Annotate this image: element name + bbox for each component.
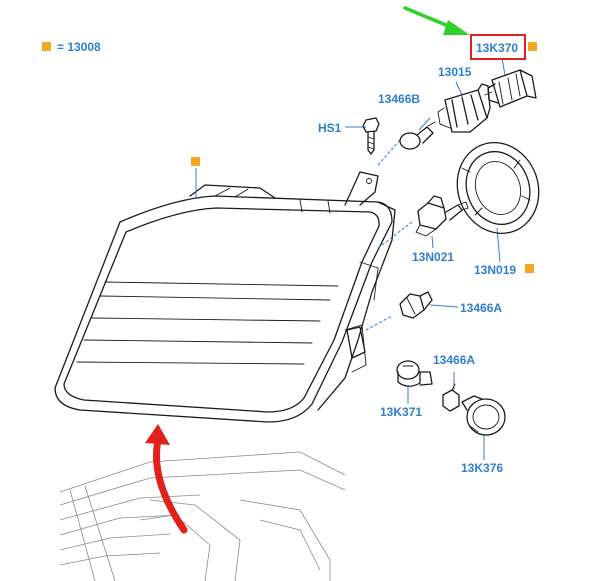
bulb-13n021 bbox=[415, 195, 469, 237]
leader-lines bbox=[195, 57, 506, 460]
label-13k376: 13K376 bbox=[461, 461, 503, 475]
13k370-marker bbox=[528, 42, 537, 51]
label-13466a-lower: 13466A bbox=[433, 353, 475, 367]
bulb-13466b bbox=[399, 121, 436, 150]
bulb-13466a-upper bbox=[399, 291, 433, 319]
highlight-box bbox=[470, 34, 526, 60]
label-hs1: HS1 bbox=[318, 121, 342, 135]
bulb-13466a-lower bbox=[442, 383, 460, 412]
bulb-13k370 bbox=[484, 69, 537, 108]
13n019-marker bbox=[525, 264, 534, 273]
screw-hs1 bbox=[362, 117, 380, 155]
label-13466a-upper: 13466A bbox=[460, 301, 502, 315]
cover-13k376 bbox=[461, 395, 506, 436]
dust-cap-13n019 bbox=[456, 142, 540, 234]
legend-marker bbox=[42, 42, 51, 51]
bulb-holder-13k371 bbox=[396, 360, 433, 387]
label-13n021: 13N021 bbox=[412, 250, 454, 264]
label-13015: 13015 bbox=[438, 65, 472, 79]
label-13466b: 13466B bbox=[378, 92, 420, 106]
label-13k371: 13K371 bbox=[380, 405, 422, 419]
reference-markers bbox=[42, 42, 537, 273]
bulb-holder-13015 bbox=[437, 83, 491, 133]
vehicle-outline bbox=[59, 451, 346, 581]
red-arrow bbox=[145, 424, 188, 534]
legend-code: = 13008 bbox=[57, 40, 101, 54]
headlamp-housing bbox=[54, 171, 396, 423]
green-arrow bbox=[403, 6, 470, 35]
label-13n019: 13N019 bbox=[474, 263, 516, 277]
label-13k370: 13K370 bbox=[476, 41, 518, 55]
callout-labels: = 13008 13K370 13015 13466B HS1 13N021 1… bbox=[57, 40, 518, 475]
housing-marker bbox=[191, 157, 200, 166]
